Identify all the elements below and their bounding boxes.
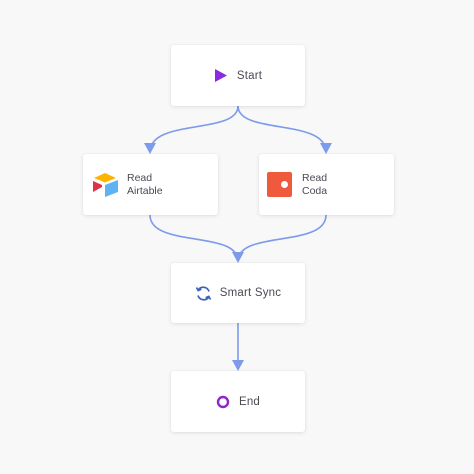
edge-airtable-to-sync [149,214,239,262]
airtable-logo-icon [91,172,119,198]
node-read-coda[interactable]: Read Coda [259,154,394,215]
sync-icon [195,285,212,302]
node-smart-sync-label: Smart Sync [219,287,282,299]
coda-logo-icon [267,172,292,197]
edge-start-to-coda [237,105,327,153]
circle-end-icon [216,395,230,409]
edge-start-to-coda-arrow [320,143,332,154]
node-read-airtable-label-line2: Airtable [127,184,163,197]
node-smart-sync[interactable]: Smart Sync [171,263,305,323]
edge-start-to-airtable-arrow [144,143,156,154]
node-read-airtable-label-line1: Read [127,171,153,184]
node-start-label: Start [236,69,263,82]
node-read-coda-label-line2: Coda [302,184,328,197]
node-end[interactable]: End [171,371,305,432]
node-start[interactable]: Start [171,45,305,106]
play-icon [214,68,228,83]
edge-sync-to-end-arrow [232,360,244,371]
edge-start-to-airtable [149,105,239,153]
edge-merge-arrow [232,252,244,263]
node-end-label: End [238,395,261,408]
node-read-coda-label-line1: Read [302,171,328,184]
node-read-airtable[interactable]: Read Airtable [83,154,218,215]
edge-coda-to-sync [237,214,327,262]
